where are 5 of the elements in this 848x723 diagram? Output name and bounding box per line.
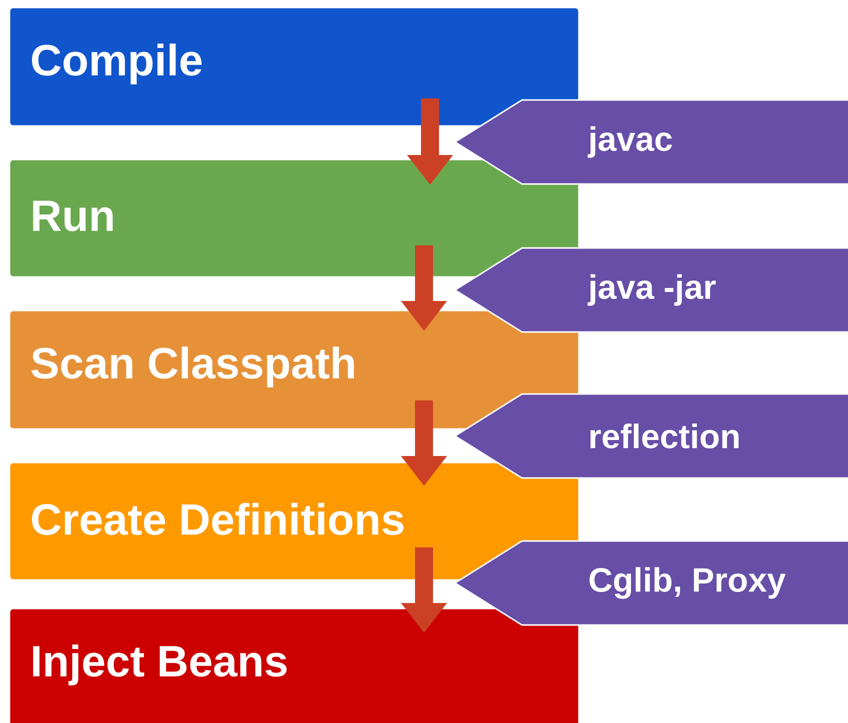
step-box: Scan Classpath (10, 311, 578, 428)
step-box: Run (10, 160, 578, 276)
step-box: Create Definitions (10, 463, 578, 580)
step-box: Compile (10, 8, 578, 126)
step-box: Inject Beans (10, 609, 578, 723)
